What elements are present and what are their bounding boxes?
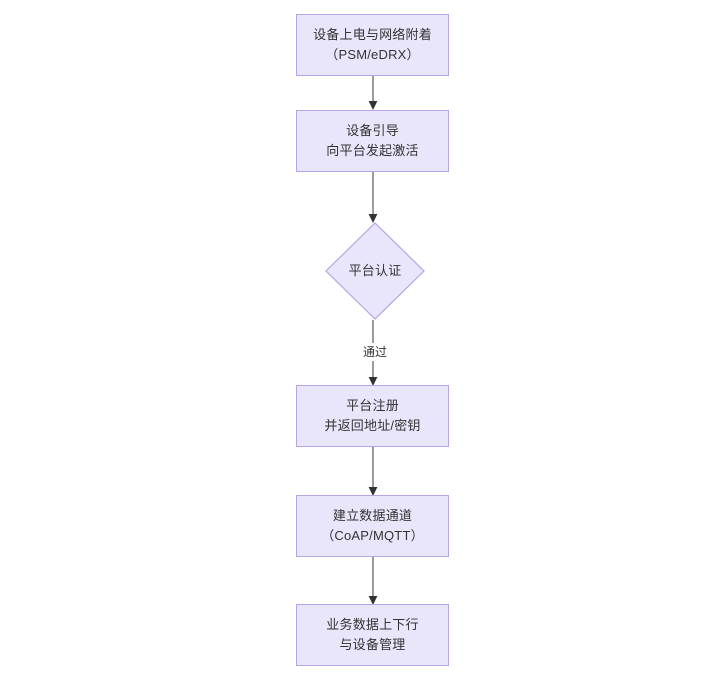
node-data-channel-line2: （CoAP/MQTT）: [321, 528, 424, 543]
node-platform-auth-decision[interactable]: 平台认证: [325, 222, 425, 320]
node-business-data[interactable]: 业务数据上下行 与设备管理: [296, 604, 449, 666]
node-platform-auth-label: 平台认证: [348, 263, 402, 278]
node-bootstrap-line2: 向平台发起激活: [326, 143, 419, 158]
node-power-on-line2: （PSM/eDRX）: [325, 47, 420, 62]
node-platform-register[interactable]: 平台注册 并返回地址/密钥: [296, 385, 449, 447]
connector-power-on-to-bootstrap: [364, 76, 382, 111]
node-power-on[interactable]: 设备上电与网络附着 （PSM/eDRX）: [296, 14, 449, 76]
node-power-on-line1: 设备上电与网络附着: [313, 27, 432, 42]
node-business-data-line1: 业务数据上下行: [326, 617, 419, 632]
node-data-channel[interactable]: 建立数据通道 （CoAP/MQTT）: [296, 495, 449, 557]
node-bootstrap-line1: 设备引导: [346, 123, 399, 138]
diamond-shape: [325, 222, 425, 320]
connector-bootstrap-to-auth: [364, 172, 382, 224]
node-bootstrap[interactable]: 设备引导 向平台发起激活: [296, 110, 449, 172]
node-data-channel-line1: 建立数据通道: [332, 508, 413, 523]
edge-label-pass: 通过: [354, 343, 396, 361]
connector-channel-to-business: [364, 557, 382, 606]
node-business-data-line2: 与设备管理: [339, 637, 406, 652]
node-platform-register-line2: 并返回地址/密钥: [324, 418, 421, 433]
connector-register-to-channel: [364, 447, 382, 497]
node-platform-register-line1: 平台注册: [346, 398, 399, 413]
